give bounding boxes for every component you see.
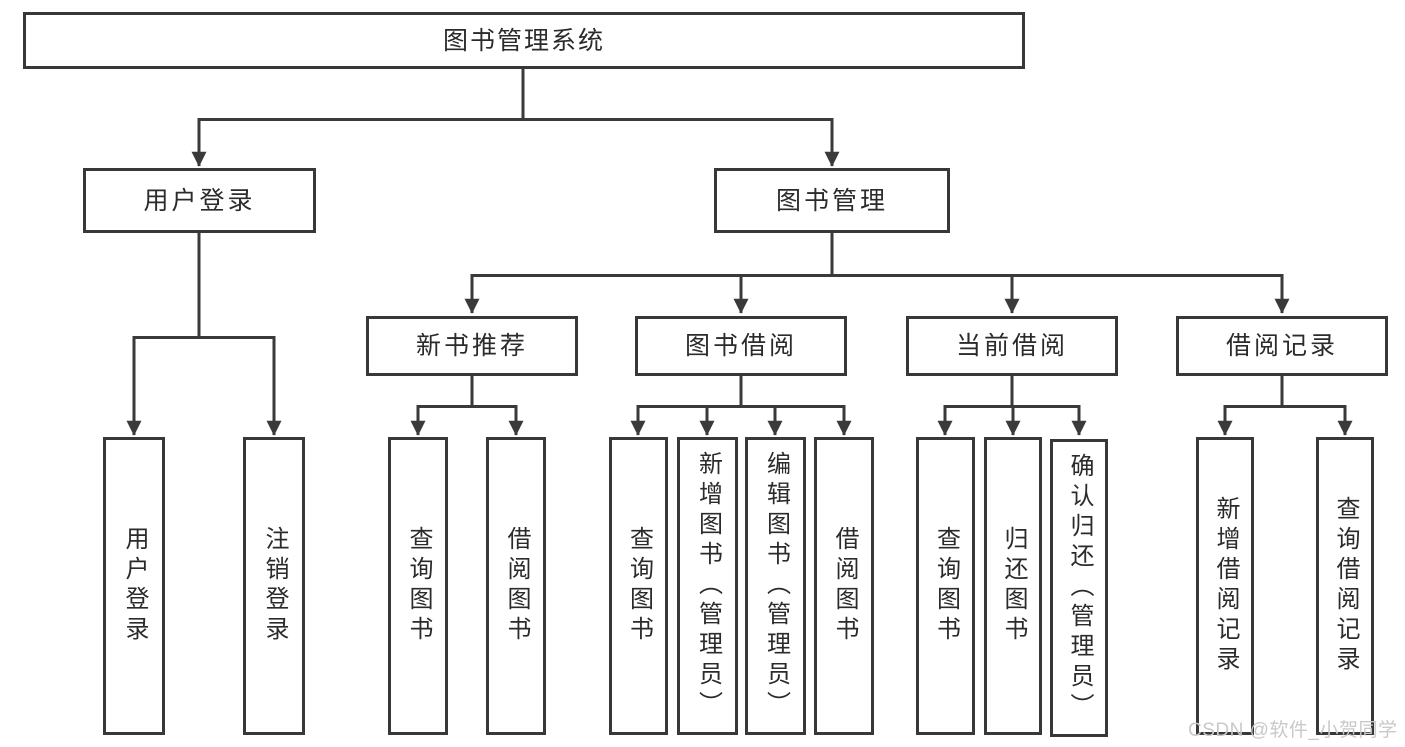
node-book-borrowing: 图书借阅 (635, 316, 847, 376)
branch-book-borrowing (630, 376, 852, 436)
leaf-confirm-return-admin: 确认归还（管理员） (1050, 439, 1108, 737)
leaf-return-books: 归还图书 (984, 437, 1042, 735)
edge-line (638, 376, 844, 408)
leaf-label: 新增图书（管理员） (694, 451, 722, 721)
leaf-borrow-books-borrowing: 借阅图书 (814, 437, 874, 735)
leaf-label: 归还图书 (1000, 526, 1027, 646)
leaf-label: 编辑图书（管理员） (762, 451, 790, 721)
node-new-book-recommend: 新书推荐 (366, 316, 578, 376)
node-book-management: 图书管理 (714, 168, 950, 233)
edge-line (134, 233, 274, 339)
leaf-logout: 注销登录 (243, 437, 305, 735)
leaf-user-login: 用户登录 (103, 437, 165, 735)
branch-book-management (464, 233, 1290, 314)
edge-line (199, 69, 832, 121)
leaf-label: 查询图书 (625, 526, 653, 646)
leaf-query-books-borrowing: 查询图书 (609, 437, 668, 735)
leaf-label: 新增借阅记录 (1212, 496, 1239, 676)
leaf-add-borrow-record: 新增借阅记录 (1196, 437, 1254, 735)
node-borrowing-records: 借阅记录 (1176, 316, 1388, 376)
leaf-borrow-books-recommend: 借阅图书 (486, 437, 546, 735)
edge-line (418, 376, 516, 408)
edge-line (472, 233, 1282, 277)
leaf-label: 查询图书 (932, 526, 960, 646)
leaf-label: 借阅图书 (831, 526, 858, 646)
branch-current-borrowing (937, 376, 1087, 436)
leaf-query-books-current: 查询图书 (916, 437, 975, 735)
leaf-edit-books-admin: 编辑图书（管理员） (745, 437, 806, 735)
branch-root (191, 69, 840, 167)
leaf-label: 查询借阅记录 (1332, 496, 1359, 676)
leaf-label: 确认归还（管理员） (1066, 453, 1093, 723)
leaf-label: 查询图书 (405, 526, 432, 646)
leaf-add-books-admin: 新增图书（管理员） (677, 437, 738, 735)
leaf-label: 用户登录 (121, 526, 148, 646)
leaf-query-borrow-record: 查询借阅记录 (1316, 437, 1374, 735)
node-current-borrowing: 当前借阅 (906, 316, 1118, 376)
branch-new-book-recommend (410, 376, 524, 436)
node-root-system: 图书管理系统 (23, 12, 1025, 69)
node-user-login: 用户登录 (83, 168, 316, 233)
edge-line (945, 376, 1079, 408)
leaf-label: 借阅图书 (503, 526, 530, 646)
leaf-label: 注销登录 (261, 526, 288, 646)
edge-line (1225, 376, 1345, 408)
branch-user-login (126, 233, 282, 436)
csdn-watermark: CSDN @软件_小贺同学 (1188, 720, 1398, 741)
leaf-query-books-recommend: 查询图书 (388, 437, 448, 735)
branch-borrowing-records (1217, 376, 1353, 436)
